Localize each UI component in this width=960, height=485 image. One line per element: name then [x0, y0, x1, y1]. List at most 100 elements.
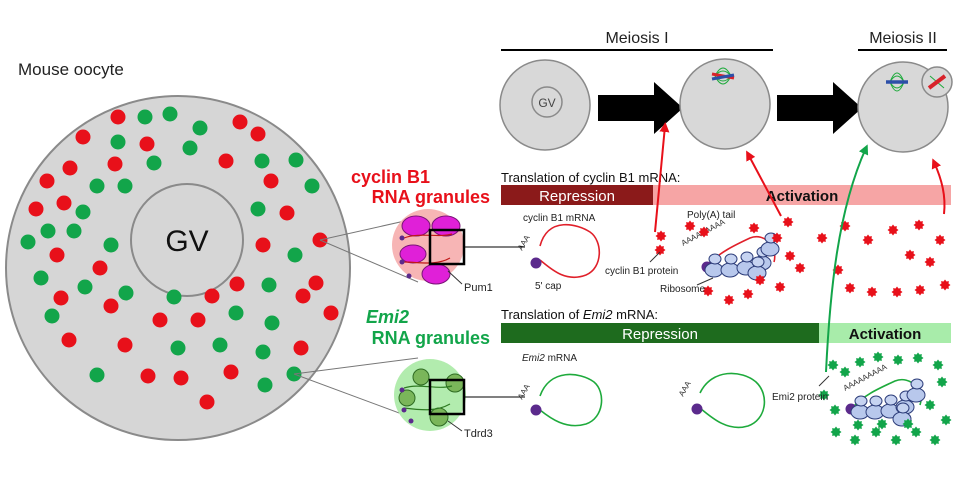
emi2-short-tail-mi: AAA [677, 379, 693, 398]
cyclin-granule-dot [323, 305, 339, 321]
emi2-granule-dot [254, 153, 270, 169]
cyclin-arrow-to-mi [654, 122, 670, 233]
emi2-protein-particle [932, 359, 944, 371]
emi2-protein-particle [912, 352, 924, 364]
mi-stage-oocyte [679, 58, 771, 150]
emi2-granule-dot [166, 289, 182, 305]
cyclin-protein-particle [913, 219, 925, 231]
oocyte-title: Mouse oocyte [18, 60, 124, 79]
cyclin-granule-dot [117, 337, 133, 353]
cyclin-protein-particle [774, 281, 786, 293]
cyclin-granule-dot [229, 276, 245, 292]
ribosome-label: Ribosome [660, 284, 705, 295]
emi2-protein-particle [818, 389, 830, 401]
emi2-protein-particle [827, 359, 839, 371]
cyclin-granule-dot [173, 370, 189, 386]
emi2-granule-dot [20, 234, 36, 250]
emi2-granule-dot [103, 237, 119, 253]
cyclin-granule-dot [103, 298, 119, 314]
cyclin-granule-dot [92, 260, 108, 276]
emi2-protein-particle [870, 426, 882, 438]
ribosome-large-subunit [760, 241, 780, 257]
cyclin-protein-particle [748, 222, 760, 234]
mi-spindle [711, 67, 735, 85]
emi2-translation-heading: Translation of Emi2 mRNA: [501, 307, 658, 322]
emi2-short-tail: AAA [516, 382, 532, 401]
cyclin-protein-particle [771, 232, 783, 244]
meiosis2-label: Meiosis II [869, 30, 937, 47]
emi2-protein-label: Emi2 protein [772, 392, 828, 403]
emi2-protein-particle [940, 414, 952, 426]
gv-stage-label: GV [538, 96, 555, 110]
emi2-granule-dot [146, 155, 162, 171]
cyclin-protein-particle [816, 232, 828, 244]
emi2-granule-dot [89, 367, 105, 383]
zoom-line-emi2-top [293, 357, 419, 375]
cyclin-protein-particle [654, 244, 666, 256]
gv-label: GV [165, 225, 208, 258]
emi2-granule-dot [75, 204, 91, 220]
emi2-granule-dot [287, 247, 303, 263]
emi2-mrna-repressed-mi [699, 372, 766, 429]
cyclin-arrow-from-mi [746, 150, 782, 217]
cyclin-granule-dot [263, 173, 279, 189]
cyclin-granule-dot [110, 109, 126, 125]
cyclin-mrna-label: cyclin B1 mRNA [523, 213, 596, 224]
zoom-line-emi2-bottom [293, 373, 419, 421]
emi2-granule-dot [110, 134, 126, 150]
cyclin-granule-dot [255, 237, 271, 253]
emi2-granule-dot [162, 106, 178, 122]
cyclin-granule-dot [223, 364, 239, 380]
tdrd3-label: Tdrd3 [464, 428, 493, 440]
rna-granule-dots [20, 106, 339, 410]
ribosome-small-subunit [869, 395, 883, 407]
cyclin-granule-zoom [392, 209, 466, 285]
progression-arrow-2 [777, 82, 862, 134]
emi2-granule-dot [228, 305, 244, 321]
cyclin-protein-particle [934, 234, 946, 246]
ribosome-large-subunit [704, 262, 724, 278]
emi2-repression-bar [501, 323, 819, 343]
cyclin-protein-particle [723, 294, 735, 306]
mii-spindle [886, 72, 908, 92]
ribosome-small-subunit [740, 251, 754, 263]
cyclin-granule-dot [39, 173, 55, 189]
emi2-granule-dot [212, 337, 228, 353]
ribosome-small-subunit [751, 256, 765, 268]
cyclin-granule-dot [28, 201, 44, 217]
germinal-vesicle [130, 183, 244, 297]
cyclin-protein-particle [904, 249, 916, 261]
emi2-granule-dot [40, 223, 56, 239]
cyclin-granule-dot [56, 195, 72, 211]
cyclin-protein-particle [862, 234, 874, 246]
cyclin-protein-particle [754, 274, 766, 286]
emi2-granule-zoom [394, 359, 466, 431]
cyclin-protein-particle [924, 256, 936, 268]
cyclin-granule-dot [61, 332, 77, 348]
cyclin-protein-particles [654, 216, 951, 306]
zoom-line-cyclin-bottom [319, 239, 419, 283]
emi2-granule-dot [118, 285, 134, 301]
emi2-5-cap [530, 404, 542, 416]
cyclin-granule-dot [139, 136, 155, 152]
cyclin-granule-dot [152, 312, 168, 328]
cyclin-protein-particle [784, 250, 796, 262]
emi2-activation-label: Activation [849, 326, 922, 343]
emi2-protein-particle [902, 418, 914, 430]
meiosis1-label: Meiosis I [605, 30, 668, 47]
cyclin-protein-particle [684, 220, 696, 232]
ribosome-large-subunit [720, 262, 740, 278]
emi2-granule-dot [257, 377, 273, 393]
emi2-protein-particle [892, 354, 904, 366]
cyclin-granule-dot [279, 205, 295, 221]
cyclin-granule-dot [199, 394, 215, 410]
cyclin-granule-dot [140, 368, 156, 384]
emi2-protein-particle [924, 399, 936, 411]
emi2-protein-particle [872, 351, 884, 363]
cyclin-repression-label: Repression [539, 188, 615, 205]
cyclin-granule-dot [49, 247, 65, 263]
emi2-granule-title-line1: Emi2 [366, 307, 409, 327]
emi2-granule-dot [117, 178, 133, 194]
emi2-protein-particle [852, 419, 864, 431]
